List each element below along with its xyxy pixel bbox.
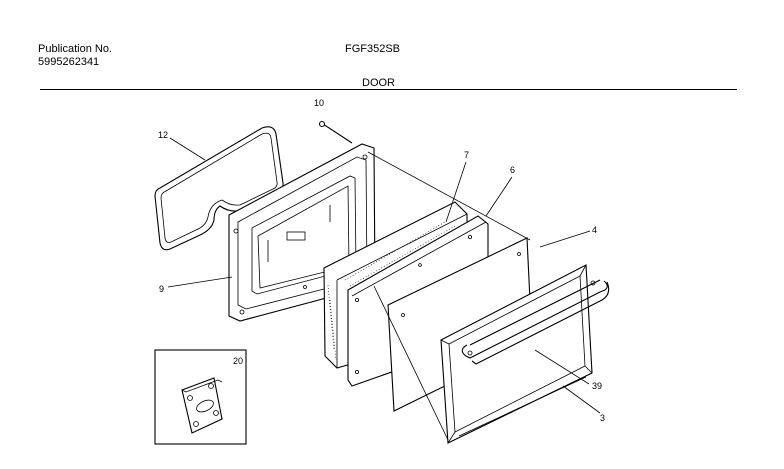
- callout-4: 4: [592, 225, 597, 235]
- part-10-screw: [318, 120, 353, 144]
- part-12-gasket: [154, 126, 284, 251]
- publication-label: Publication No.: [38, 43, 112, 55]
- callout-39: 39: [592, 381, 602, 391]
- model-number: FGF352SB: [345, 43, 401, 55]
- callout-9: 9: [159, 284, 164, 294]
- callout-10: 10: [314, 98, 324, 108]
- callout-3: 3: [600, 413, 605, 423]
- callout-20: 20: [233, 356, 243, 366]
- exploded-view-lines: [367, 151, 531, 441]
- header-rule: [40, 89, 737, 90]
- leader-lines: [167, 137, 601, 414]
- section-title: DOOR: [362, 77, 395, 89]
- part-39-handle: [461, 279, 610, 365]
- part-3-outer-door: [440, 264, 593, 444]
- publication-number: 5995262341: [38, 56, 100, 68]
- callout-12: 12: [158, 130, 168, 140]
- callout-7: 7: [464, 150, 469, 160]
- callout-6: 6: [510, 165, 515, 175]
- part-20-bracket-inset: [154, 349, 247, 445]
